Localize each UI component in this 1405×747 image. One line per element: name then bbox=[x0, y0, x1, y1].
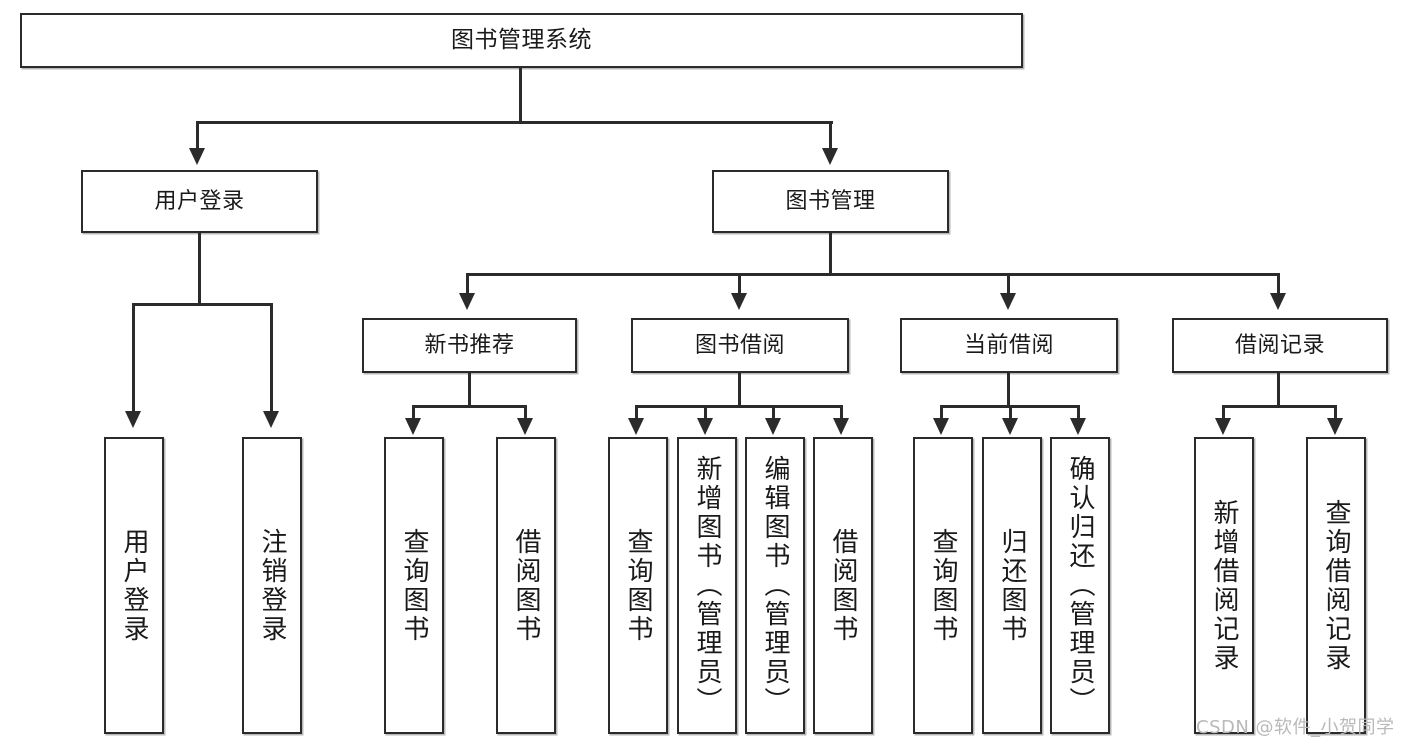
node-label: 借阅记录 bbox=[1234, 332, 1325, 358]
edge-br-drop-1 bbox=[1222, 405, 1225, 418]
arrowhead-leaf-user-login bbox=[125, 411, 141, 428]
edge-br-drop-2 bbox=[1334, 405, 1337, 418]
arrowhead-cb-leaf-1 bbox=[933, 418, 949, 435]
arrowhead-br-leaf-1 bbox=[1215, 418, 1231, 435]
leaf-logout[interactable]: 注销登录 bbox=[242, 437, 302, 734]
node-label: 编辑图书（管理员） bbox=[760, 455, 790, 716]
arrowhead-cb-leaf-3 bbox=[1070, 418, 1086, 435]
arrowhead-br-leaf-2 bbox=[1327, 418, 1343, 435]
edge-root-stem bbox=[519, 68, 522, 123]
edge-root-bus bbox=[196, 121, 833, 124]
edge-cb-drop-1 bbox=[940, 405, 943, 418]
leaf-add-borrow-record[interactable]: 新增借阅记录 bbox=[1194, 437, 1254, 734]
arrowhead-leaf-logout bbox=[263, 411, 279, 428]
node-label: 确认归还（管理员） bbox=[1065, 455, 1095, 716]
node-new-book-recommend[interactable]: 新书推荐 bbox=[362, 318, 577, 373]
arrowhead-nbr-leaf-2 bbox=[517, 418, 533, 435]
edge-bb-bus bbox=[635, 405, 843, 408]
node-book-management[interactable]: 图书管理 bbox=[712, 170, 949, 233]
arrowhead-bb-leaf-2 bbox=[697, 418, 713, 435]
node-borrow-record[interactable]: 借阅记录 bbox=[1172, 318, 1388, 373]
node-user-login[interactable]: 用户登录 bbox=[81, 170, 318, 233]
edge-bm-drop-4 bbox=[1277, 273, 1280, 293]
edge-bm-drop-3 bbox=[1007, 273, 1010, 293]
node-label: 用户登录 bbox=[154, 188, 245, 214]
arrowhead-bb-leaf-4 bbox=[833, 418, 849, 435]
leaf-user-login[interactable]: 用户登录 bbox=[104, 437, 164, 734]
node-label: 图书管理 bbox=[785, 188, 876, 214]
edge-bm-drop-2 bbox=[738, 273, 741, 293]
leaf-query-book-cb[interactable]: 查询图书 bbox=[913, 437, 973, 734]
node-root-book-management-system[interactable]: 图书管理系统 bbox=[20, 13, 1023, 68]
edge-nbr-drop-2 bbox=[524, 405, 527, 418]
edge-cb-stem bbox=[1007, 373, 1010, 407]
edge-book-management-stem bbox=[829, 233, 832, 275]
edge-bb-stem bbox=[738, 373, 741, 407]
node-label: 注销登录 bbox=[257, 527, 287, 644]
arrowhead-book-borrow bbox=[731, 293, 747, 310]
node-label: 图书管理系统 bbox=[451, 27, 592, 54]
node-label: 用户登录 bbox=[119, 527, 149, 644]
edge-user-login-bus bbox=[132, 303, 272, 306]
leaf-edit-book-admin[interactable]: 编辑图书（管理员） bbox=[745, 437, 805, 734]
edge-root-to-book-management bbox=[829, 121, 832, 148]
leaf-query-book-nbr[interactable]: 查询图书 bbox=[384, 437, 444, 734]
node-label: 查询借阅记录 bbox=[1321, 498, 1351, 673]
node-current-borrow[interactable]: 当前借阅 bbox=[900, 318, 1118, 373]
node-label: 新增借阅记录 bbox=[1209, 498, 1239, 673]
node-label: 借阅图书 bbox=[828, 527, 858, 644]
leaf-return-book[interactable]: 归还图书 bbox=[982, 437, 1042, 734]
node-book-borrow[interactable]: 图书借阅 bbox=[631, 318, 849, 373]
arrowhead-current-borrow bbox=[1000, 293, 1016, 310]
node-label: 新书推荐 bbox=[424, 332, 515, 358]
arrowhead-new-book-recommend bbox=[459, 293, 475, 310]
node-label: 查询图书 bbox=[928, 527, 958, 644]
arrowhead-bb-leaf-1 bbox=[628, 418, 644, 435]
edge-cb-drop-3 bbox=[1077, 405, 1080, 418]
node-label: 当前借阅 bbox=[963, 332, 1054, 358]
leaf-borrow-book-bb[interactable]: 借阅图书 bbox=[813, 437, 873, 734]
edge-user-login-drop-1 bbox=[132, 303, 135, 411]
node-label: 借阅图书 bbox=[511, 527, 541, 644]
arrowhead-nbr-leaf-1 bbox=[405, 418, 421, 435]
edge-nbr-stem bbox=[468, 373, 471, 407]
arrowhead-book-management bbox=[822, 148, 838, 165]
leaf-query-book-bb[interactable]: 查询图书 bbox=[608, 437, 668, 734]
edge-cb-drop-2 bbox=[1009, 405, 1012, 418]
leaf-confirm-return-admin[interactable]: 确认归还（管理员） bbox=[1050, 437, 1110, 734]
leaf-add-book-admin[interactable]: 新增图书（管理员） bbox=[677, 437, 737, 734]
edge-root-to-user-login bbox=[196, 121, 199, 148]
edge-bb-drop-3 bbox=[772, 405, 775, 418]
arrowhead-user-login bbox=[189, 148, 205, 165]
node-label: 归还图书 bbox=[997, 527, 1027, 644]
edge-bb-drop-2 bbox=[704, 405, 707, 418]
edge-user-login-stem bbox=[198, 233, 201, 305]
node-label: 新增图书（管理员） bbox=[692, 455, 722, 716]
node-label: 图书借阅 bbox=[694, 332, 785, 358]
edge-br-stem bbox=[1277, 373, 1280, 407]
arrowhead-cb-leaf-2 bbox=[1002, 418, 1018, 435]
edge-bb-drop-4 bbox=[840, 405, 843, 418]
arrowhead-borrow-record bbox=[1270, 293, 1286, 310]
node-label: 查询图书 bbox=[399, 527, 429, 644]
edge-user-login-drop-2 bbox=[270, 303, 273, 411]
edge-nbr-bus bbox=[412, 405, 527, 408]
edge-bb-drop-1 bbox=[635, 405, 638, 418]
edge-book-management-bus bbox=[466, 273, 1280, 276]
watermark-csdn: CSDN @软件_小贺同学 bbox=[1196, 717, 1395, 738]
node-label: 查询图书 bbox=[623, 527, 653, 644]
edge-br-bus bbox=[1222, 405, 1337, 408]
arrowhead-bb-leaf-3 bbox=[765, 418, 781, 435]
edge-bm-drop-1 bbox=[466, 273, 469, 293]
leaf-borrow-book-nbr[interactable]: 借阅图书 bbox=[496, 437, 556, 734]
edge-nbr-drop-1 bbox=[412, 405, 415, 418]
leaf-query-borrow-record[interactable]: 查询借阅记录 bbox=[1306, 437, 1366, 734]
